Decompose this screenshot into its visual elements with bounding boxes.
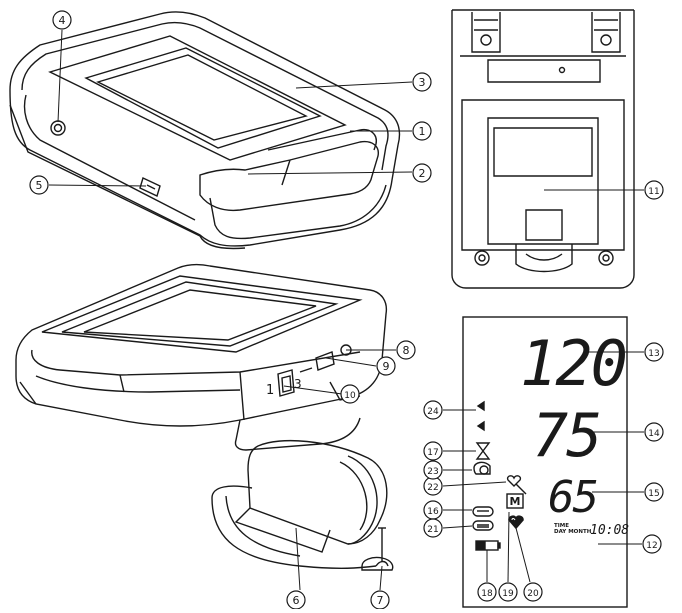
callout-label: 1 [419, 125, 426, 138]
callout-15: 15 [644, 482, 664, 502]
callout-12: 12 [642, 534, 662, 554]
leader-lines [48, 29, 644, 591]
callout-20: 20 [523, 582, 543, 602]
device-back-view [451, 9, 635, 289]
callout-label: 24 [427, 407, 439, 417]
callout-label: 6 [293, 594, 300, 607]
hourglass-icon [475, 442, 491, 460]
callout-23: 23 [423, 460, 443, 480]
callout-10: 10 [340, 384, 360, 404]
systolic-reading: 120 [520, 327, 626, 400]
time-readout: 10:08 [590, 523, 629, 538]
callout-label: 21 [427, 525, 438, 535]
device-side-view [15, 263, 388, 451]
callout-1: 1 [412, 121, 432, 141]
callout-7: 7 [370, 590, 390, 610]
arrow-down-icon [476, 420, 485, 432]
callout-label: 23 [427, 467, 438, 477]
callout-3: 3 [412, 72, 432, 92]
callout-label: 2 [419, 167, 426, 180]
cuff-status-icon [472, 506, 494, 517]
callout-24: 24 [423, 400, 443, 420]
heart-rate-icon [506, 475, 527, 495]
callout-18: 18 [477, 582, 497, 602]
callout-label: 17 [427, 448, 438, 458]
time-label: TIME [554, 523, 569, 529]
callout-label: 9 [383, 360, 390, 373]
callout-2: 2 [412, 163, 432, 183]
callout-13: 13 [644, 342, 664, 362]
callout-label: 3 [419, 76, 426, 89]
arrow-up-icon [476, 400, 485, 412]
callout-8: 8 [396, 340, 416, 360]
callout-6: 6 [286, 590, 306, 610]
callout-label: 22 [427, 483, 438, 493]
cuff-check-icon [472, 520, 494, 531]
callout-11: 11 [644, 180, 664, 200]
callout-19: 19 [498, 582, 518, 602]
side-port-digit-right: 3 [294, 377, 302, 391]
memory-letter: M [510, 495, 521, 508]
callout-label: 4 [59, 14, 66, 27]
heart-icon [508, 515, 524, 530]
memory-icon [506, 493, 524, 509]
lcd-display [462, 316, 628, 608]
callout-label: 7 [377, 594, 384, 607]
callout-5: 5 [29, 175, 49, 195]
cuff-pump-icon [473, 461, 491, 475]
day-month-label: DAY MONTH [554, 529, 592, 535]
device-top-view [9, 11, 401, 250]
callout-21: 21 [423, 518, 443, 538]
callout-22: 22 [423, 476, 443, 496]
lcd-icons [472, 400, 527, 551]
callout-label: 12 [646, 541, 657, 551]
side-port-digit-left: 1 [266, 383, 274, 398]
callout-label: 19 [502, 589, 514, 599]
callout-label: 5 [36, 179, 43, 192]
callout-label: 15 [648, 489, 659, 499]
callout-label: 20 [527, 589, 539, 599]
callout-label: 18 [481, 589, 493, 599]
callout-label: 11 [648, 187, 659, 197]
callout-label: 13 [648, 349, 659, 359]
pulse-reading: 65 [548, 472, 597, 523]
callout-9: 9 [376, 356, 396, 376]
callout-label: 14 [648, 429, 660, 439]
callout-4: 4 [52, 10, 72, 30]
callout-label: 16 [427, 507, 439, 517]
callout-14: 14 [644, 422, 664, 442]
battery-icon [475, 540, 501, 551]
callout-16: 16 [423, 500, 443, 520]
callout-label: 8 [403, 344, 410, 357]
arm-cuff [211, 439, 394, 571]
diastolic-reading: 75 [532, 401, 600, 471]
callout-17: 17 [423, 441, 443, 461]
callout-label: 10 [344, 391, 356, 401]
